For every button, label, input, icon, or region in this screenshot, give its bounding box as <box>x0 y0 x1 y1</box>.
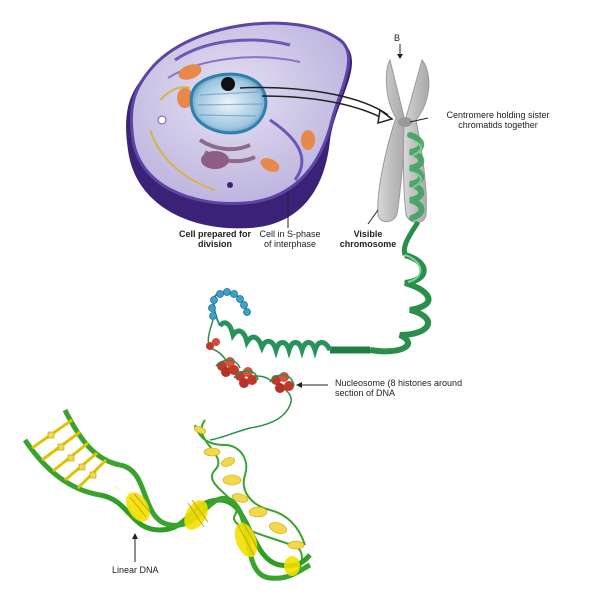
chromatin-fiber <box>207 220 432 441</box>
chromatid-coil <box>407 132 425 221</box>
cell <box>126 21 353 229</box>
nucleosome-cluster <box>269 372 295 393</box>
linear-dna-helix <box>22 408 312 581</box>
label-cell-s-phase: Cell in S-phase of interphase <box>259 229 321 250</box>
label-nucleosome: Nucleosome (8 histones around section of… <box>335 378 463 399</box>
nucleolus <box>221 77 235 91</box>
label-linear-dna: Linear DNA <box>112 565 159 575</box>
label-centromere: Centromere holding sister chromatids tog… <box>446 110 550 131</box>
nucleosome-cluster <box>215 357 241 377</box>
nucleosomes <box>206 338 328 393</box>
label-visible-chromosome: Visible chromosome <box>339 229 397 250</box>
nucleosome-cluster <box>233 367 259 388</box>
dna-helix-small <box>193 419 306 579</box>
arrow-nucleus-to-chromosome <box>239 86 389 116</box>
nucleus <box>189 72 268 135</box>
label-b-marker: B <box>394 33 401 43</box>
nucleosome-cluster <box>206 338 220 350</box>
chromosome <box>367 44 430 225</box>
label-cell-prepared: Cell prepared for division <box>178 229 252 250</box>
